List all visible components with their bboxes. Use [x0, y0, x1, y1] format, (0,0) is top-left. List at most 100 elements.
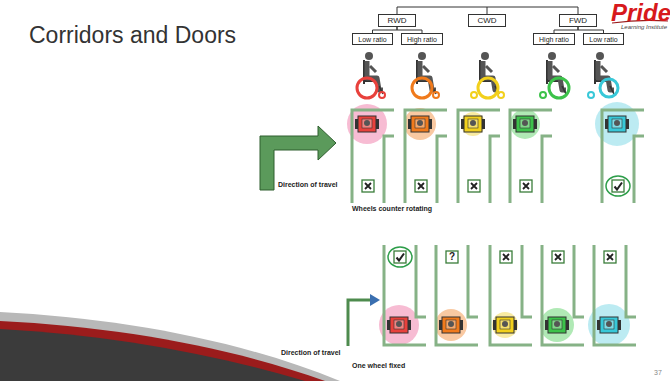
cross-mark — [365, 183, 371, 189]
corridor — [490, 245, 532, 345]
corridor-cell — [435, 245, 478, 345]
annotation-label: Direction of travel — [281, 349, 341, 357]
check-box — [604, 251, 616, 263]
box-label: CWD — [477, 17, 496, 25]
box-label: Low ratio — [589, 36, 617, 43]
wheelchair-icon — [588, 52, 618, 98]
caster-wheel — [471, 92, 477, 98]
cross-mark — [471, 183, 477, 189]
check-box — [500, 251, 512, 263]
corridor-cell — [347, 104, 394, 203]
drive-wheel — [478, 78, 498, 98]
corridor-cell — [490, 245, 532, 345]
annotation-label: ? — [446, 251, 458, 263]
page-number: 37 — [654, 369, 662, 377]
cross-mark — [418, 183, 424, 189]
wheelchair-top-view — [513, 116, 537, 132]
caster-wheel — [498, 92, 504, 98]
box-label: High ratio — [539, 36, 569, 43]
box-label: FWD — [569, 17, 587, 25]
caster-wheel — [540, 92, 546, 98]
turning-sweep — [435, 309, 467, 341]
corridor-cell — [379, 245, 426, 345]
arrow-head — [370, 294, 380, 306]
tree-box: Low ratio — [352, 33, 393, 45]
direction-arrow — [260, 126, 336, 190]
corridor-cell — [595, 102, 644, 203]
decor-band — [0, 321, 325, 381]
wheelchair-top-view — [387, 317, 411, 333]
corridor — [352, 110, 394, 203]
box-label: RWD — [388, 17, 407, 25]
annotation-label: One wheel fixed — [352, 362, 405, 370]
direction-arrow — [348, 300, 372, 346]
check-box — [394, 251, 406, 263]
check-box — [552, 251, 564, 263]
check-box — [415, 180, 427, 192]
corridor — [458, 110, 500, 203]
wheelchair-top-view — [493, 317, 517, 333]
tree-bracket — [397, 7, 578, 14]
drive-wheel — [600, 79, 618, 97]
wheelchair-top-view — [605, 116, 629, 132]
wheelchair-user — [595, 52, 614, 94]
turning-sweep — [540, 308, 574, 342]
box-label: Low ratio — [358, 36, 386, 43]
tree-box: RWD — [378, 14, 416, 27]
corridor — [510, 110, 552, 203]
tick-mark — [397, 254, 405, 261]
box-label: High ratio — [407, 36, 437, 43]
turning-sweep — [461, 112, 485, 136]
corridor — [384, 245, 426, 345]
tree-box: High ratio — [401, 33, 443, 45]
wheelchair-icon — [471, 52, 504, 98]
wheelchair-icon — [357, 52, 385, 98]
corridor-cell — [404, 108, 447, 203]
logo-text: Learning Institute — [621, 24, 667, 31]
corridor — [602, 110, 644, 203]
tree-box: High ratio — [533, 33, 575, 45]
wheelchair-user — [364, 52, 383, 94]
turning-sweep — [510, 109, 540, 139]
corridor-cell — [510, 109, 552, 203]
drive-wheel — [357, 78, 377, 98]
corridor-cell — [458, 110, 500, 203]
corridor — [436, 245, 478, 345]
turning-sweep — [404, 108, 436, 140]
check-box — [468, 180, 480, 192]
wheelchair-top-view — [461, 116, 485, 132]
highlight-ring — [606, 176, 630, 196]
slide-title: Corridors and Doors — [29, 22, 236, 49]
wheelchair-user — [480, 52, 499, 94]
wheelchair-top-view — [439, 317, 463, 333]
corridor — [594, 245, 636, 345]
cross-mark — [523, 183, 529, 189]
check-box — [520, 180, 532, 192]
check-box — [446, 251, 458, 263]
tree-box: FWD — [559, 14, 597, 27]
decor-band — [0, 329, 305, 381]
tree-box: Low ratio — [583, 33, 624, 45]
cross-mark — [607, 254, 613, 260]
highlight-ring — [388, 247, 412, 267]
annotation-label: Direction of travel — [278, 181, 338, 189]
wheelchair-top-view — [545, 317, 569, 333]
drive-wheel — [549, 78, 569, 98]
corridor — [405, 110, 447, 203]
wheelchair-top-view — [408, 116, 432, 132]
wheelchair-top-view — [355, 116, 379, 132]
check-box — [362, 180, 374, 192]
turning-sweep — [492, 312, 518, 338]
wheelchair-icon — [412, 52, 439, 98]
caster-wheel — [433, 92, 439, 98]
check-box — [612, 180, 624, 192]
decor-band — [0, 312, 340, 381]
corridor-cell — [588, 245, 636, 346]
cross-mark — [503, 254, 509, 260]
corridor-cell — [540, 245, 584, 345]
tick-mark — [615, 183, 623, 190]
wheelchair-icon — [540, 52, 569, 98]
caster-wheel — [588, 92, 594, 98]
